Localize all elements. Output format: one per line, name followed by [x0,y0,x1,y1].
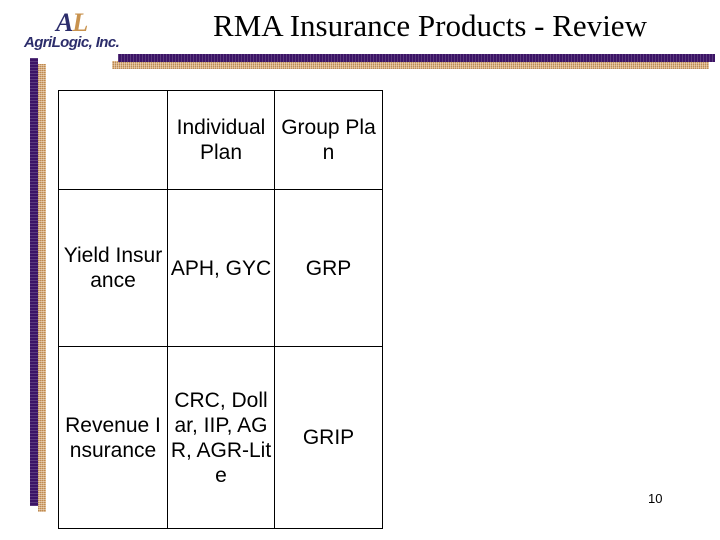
table-row: Revenue Insurance CRC, Dollar, IIP, AGR,… [58,346,383,529]
cell-revenue-group: GRIP [274,346,383,529]
cell-yield-individual: APH, GYC [167,189,275,347]
table-header-group-plan: Group Plan [274,90,383,190]
agrilogic-logo: AL AgriLogic, Inc. [24,10,144,62]
logo-monogram-l: L [72,8,88,37]
table-header-individual-plan: Individual Plan [167,90,275,190]
logo-monogram: AL [56,8,88,37]
logo-monogram-a: A [56,8,73,37]
products-matrix-table: Individual Plan Group Plan Yield Insuran… [58,90,383,529]
row-label-revenue-insurance: Revenue Insurance [58,346,168,529]
row-label-yield-insurance: Yield Insurance [58,189,168,347]
horizontal-accent-bar-tan [112,61,709,69]
table-header-corner-cell [58,90,168,190]
horizontal-accent-bar-purple [118,54,715,62]
vertical-accent-bar-tan [38,64,46,512]
page-title: RMA Insurance Products - Review [213,8,647,43]
cell-revenue-individual: CRC, Dollar, IIP, AGR, AGR-Lite [167,346,275,529]
cell-yield-group: GRP [274,189,383,347]
table-row: Yield Insurance APH, GYC GRP [58,189,383,347]
vertical-accent-bar-purple [30,58,38,506]
logo-wordmark: AgriLogic, Inc. [24,34,120,51]
page-number: 10 [648,491,663,506]
table-header-row: Individual Plan Group Plan [58,90,383,190]
products-matrix: Individual Plan Group Plan Yield Insuran… [58,90,383,529]
